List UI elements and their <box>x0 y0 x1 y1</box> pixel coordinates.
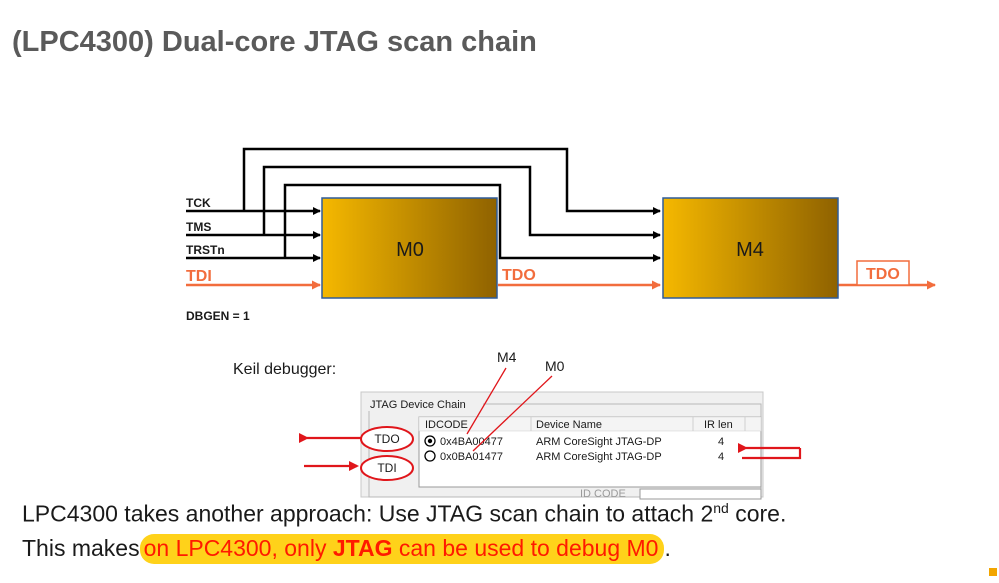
tck-label: TCK <box>186 196 211 210</box>
trstn-route <box>283 183 661 262</box>
m4-leader <box>466 367 507 435</box>
row-2-device: ARM CoreSight JTAG-DP <box>536 451 662 463</box>
callout-m4: M4 <box>497 349 517 365</box>
highlight-part-b: can be used to debug M0 <box>392 535 659 561</box>
highlight-bold: JTAG <box>332 535 393 561</box>
list-row[interactable]: 0x4BA00477 ARM CoreSight JTAG-DP 4 <box>424 435 724 448</box>
line1-suffix: core. <box>728 500 787 527</box>
tms-route <box>262 165 661 239</box>
line1-superscript: nd <box>713 500 729 516</box>
row-1-idcode: 0x4BA00477 <box>440 436 503 448</box>
cropped-idcode-field <box>639 488 762 500</box>
highlight: on LPC4300, only JTAG can be used to deb… <box>139 534 665 564</box>
callout-m0: M0 <box>545 358 565 374</box>
callout-leaders <box>466 367 553 452</box>
keil-tdo-label: TDO <box>374 432 399 446</box>
keil-label: Keil debugger: <box>233 361 336 378</box>
col-idcode: IDCODE <box>425 419 468 431</box>
m0-label: M0 <box>396 239 424 261</box>
row-1-irlen: 4 <box>718 436 724 448</box>
group-title: JTAG Device Chain <box>370 399 466 411</box>
line2-end: . <box>664 535 671 561</box>
radio-row-2 <box>424 450 436 462</box>
bottom-text-line-1: LPC4300 takes another approach: Use JTAG… <box>22 500 786 528</box>
m4-label: M4 <box>736 239 764 261</box>
m0-leader <box>472 375 553 452</box>
row-1-device: ARM CoreSight JTAG-DP <box>536 436 662 448</box>
dbgen-label: DBGEN = 1 <box>186 309 250 323</box>
list-row[interactable]: 0x0BA01477 ARM CoreSight JTAG-DP 4 <box>424 450 724 463</box>
tdi-label: TDI <box>186 268 212 285</box>
tms-label: TMS <box>186 220 211 234</box>
trstn-label: TRSTn <box>186 243 225 257</box>
line2-prefix: This makes <box>22 535 140 561</box>
col-device-name: Device Name <box>536 419 602 431</box>
m0-input-lines <box>186 207 321 262</box>
m0-core-box <box>321 197 498 299</box>
tdi-ellipse <box>360 455 414 481</box>
tdo-mid-label: TDO <box>502 267 536 284</box>
row-2-idcode: 0x0BA01477 <box>440 451 503 463</box>
keil-tdi-label: TDI <box>377 461 396 475</box>
tdo-out-box <box>856 260 910 286</box>
slide-title: (LPC4300) Dual-core JTAG scan chain <box>12 26 537 58</box>
tck-route <box>242 147 661 215</box>
col-ir-len: IR len <box>704 419 733 431</box>
red-arrows <box>299 433 802 471</box>
keil-jtag-window: JTAG Device Chain IDCODE Device Name IR … <box>360 391 764 500</box>
cropped-field-label: ID CODE <box>580 488 626 500</box>
tdo-out-label: TDO <box>866 266 900 283</box>
row-2-irlen: 4 <box>718 451 724 463</box>
line1-prefix: LPC4300 takes another approach: Use JTAG… <box>22 500 714 527</box>
m4-core-box <box>662 197 839 299</box>
corner-mark <box>989 568 997 576</box>
highlight-part-a: on LPC4300, only <box>143 535 333 561</box>
m4-routing-lines <box>242 147 661 262</box>
chain-loop-bottom <box>742 448 802 460</box>
